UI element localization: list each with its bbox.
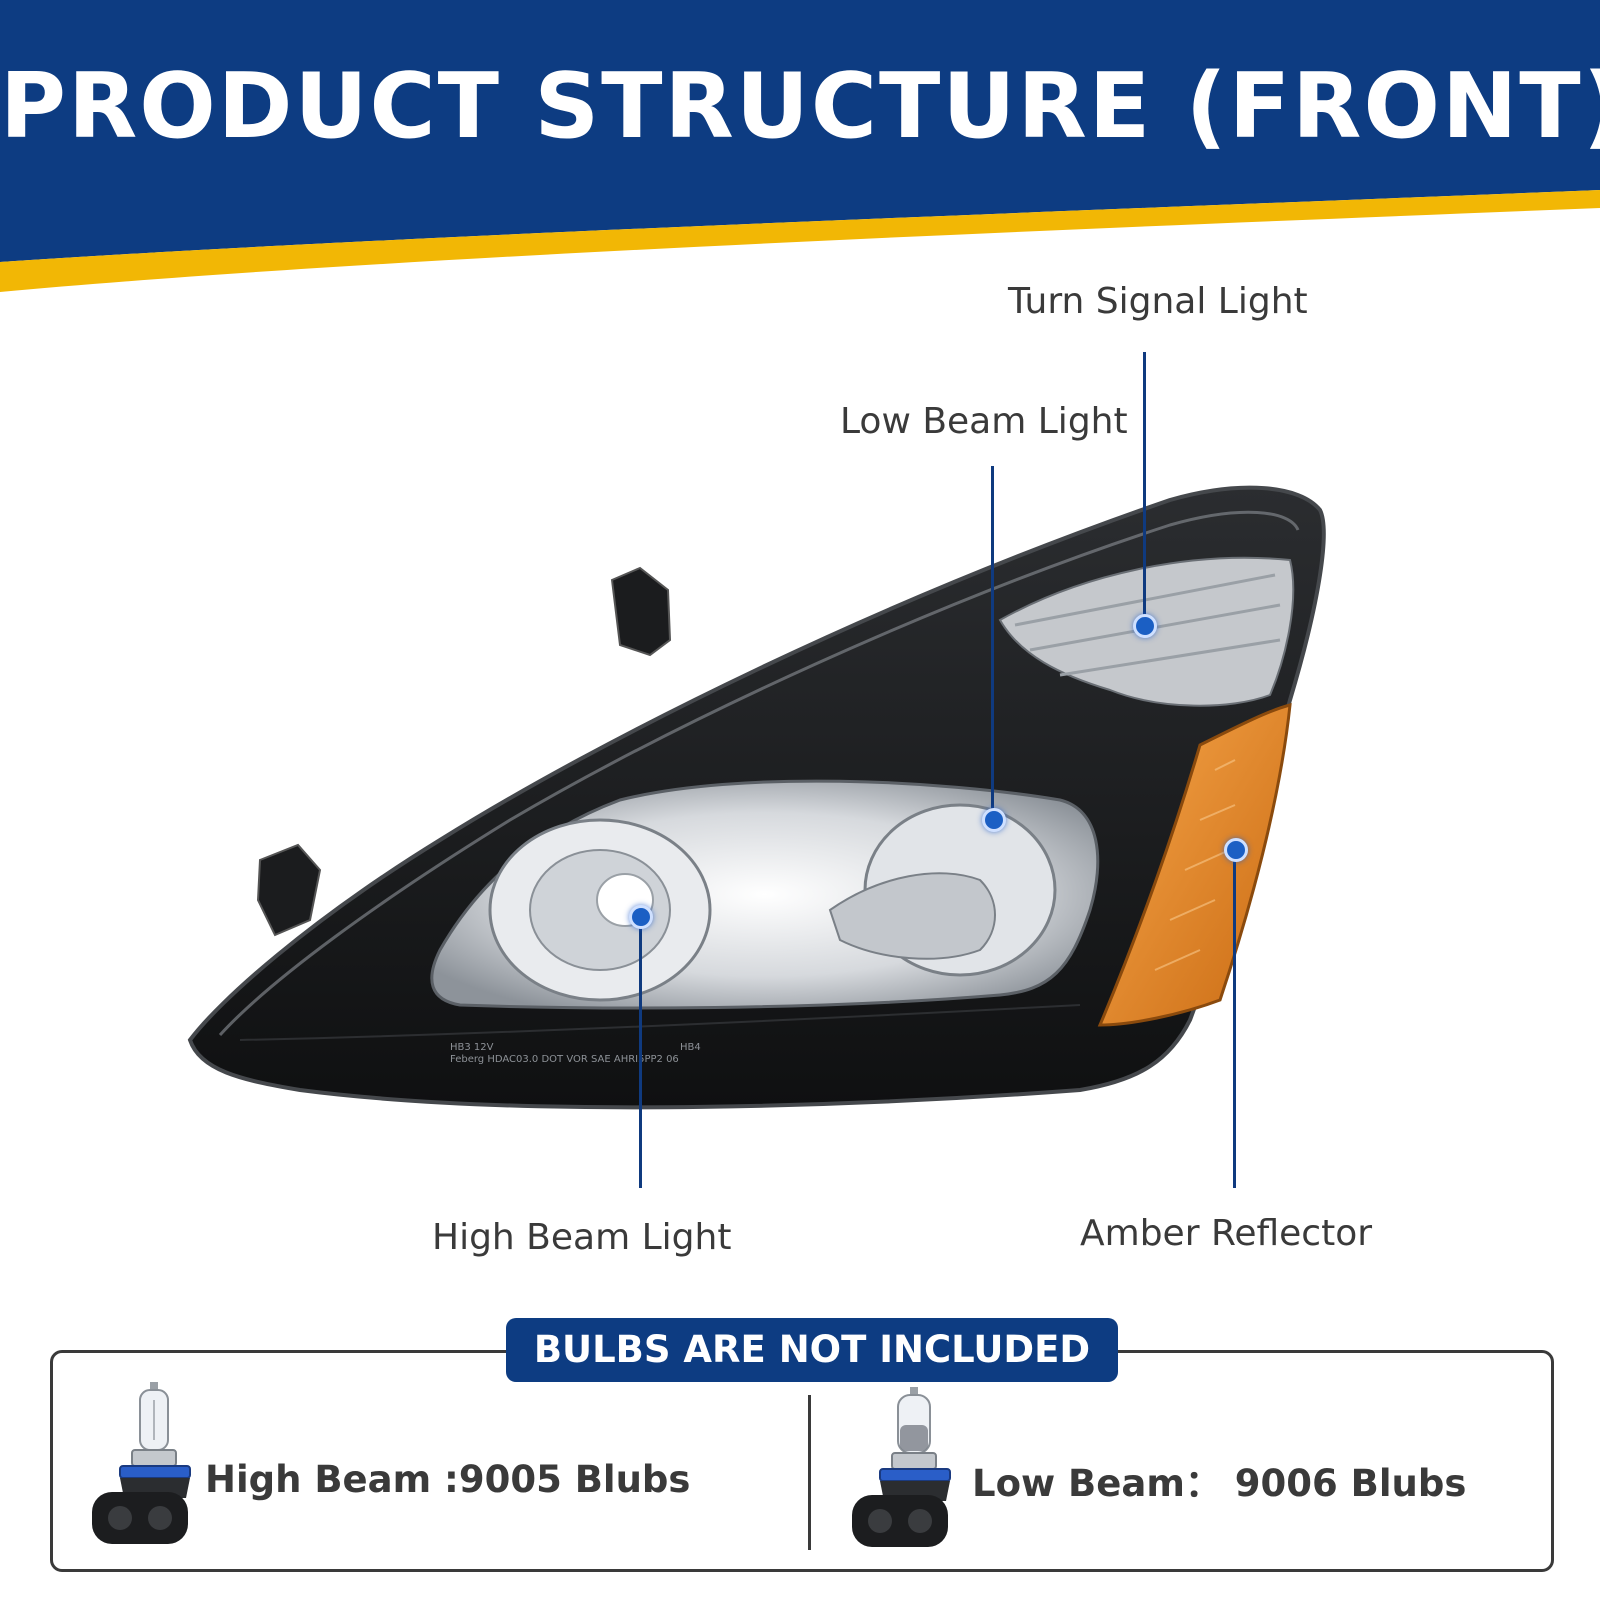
header-banner xyxy=(0,0,1600,292)
headlight-icon: HB3 12V Feberg HDAC03.0 DOT VOR SAE AHRI… xyxy=(187,485,1326,1110)
high-beam-bulb-label: High Beam :9005 Blubs xyxy=(205,1458,691,1501)
low-beam-pointer-dot xyxy=(982,808,1006,832)
amber-reflector-pointer-line xyxy=(1233,847,1236,1188)
turn-signal-pointer-dot xyxy=(1133,614,1157,638)
low-beam-pointer-line xyxy=(991,466,994,818)
low-beam-label: Low Beam Light xyxy=(840,401,1128,442)
high-beam-pointer-dot xyxy=(629,905,653,929)
bulbs-divider xyxy=(808,1395,811,1550)
bulb-9005-icon xyxy=(92,1382,191,1544)
lens-text-3: HB4 xyxy=(680,1042,701,1053)
lens-text-1: HB3 12V xyxy=(450,1042,494,1053)
turn-signal-label: Turn Signal Light xyxy=(1008,281,1308,322)
amber-reflector-label: Amber Reflector xyxy=(1080,1213,1373,1254)
amber-reflector-pointer-dot xyxy=(1224,838,1248,862)
bulb-9006-icon xyxy=(852,1387,951,1547)
turn-signal-pointer-line xyxy=(1143,352,1146,622)
lens-text-2: Feberg HDAC03.0 DOT VOR SAE AHRI5PP2 06 xyxy=(450,1054,679,1065)
high-beam-pointer-line xyxy=(639,915,642,1188)
low-beam-bulb-label: Low Beam： 9006 Blubs xyxy=(972,1462,1467,1505)
bulbs-heading: BULBS ARE NOT INCLUDED xyxy=(506,1318,1118,1382)
page-title: PRODUCT STRUCTURE (FRONT) xyxy=(0,54,1600,159)
high-beam-label: High Beam Light xyxy=(432,1217,732,1258)
